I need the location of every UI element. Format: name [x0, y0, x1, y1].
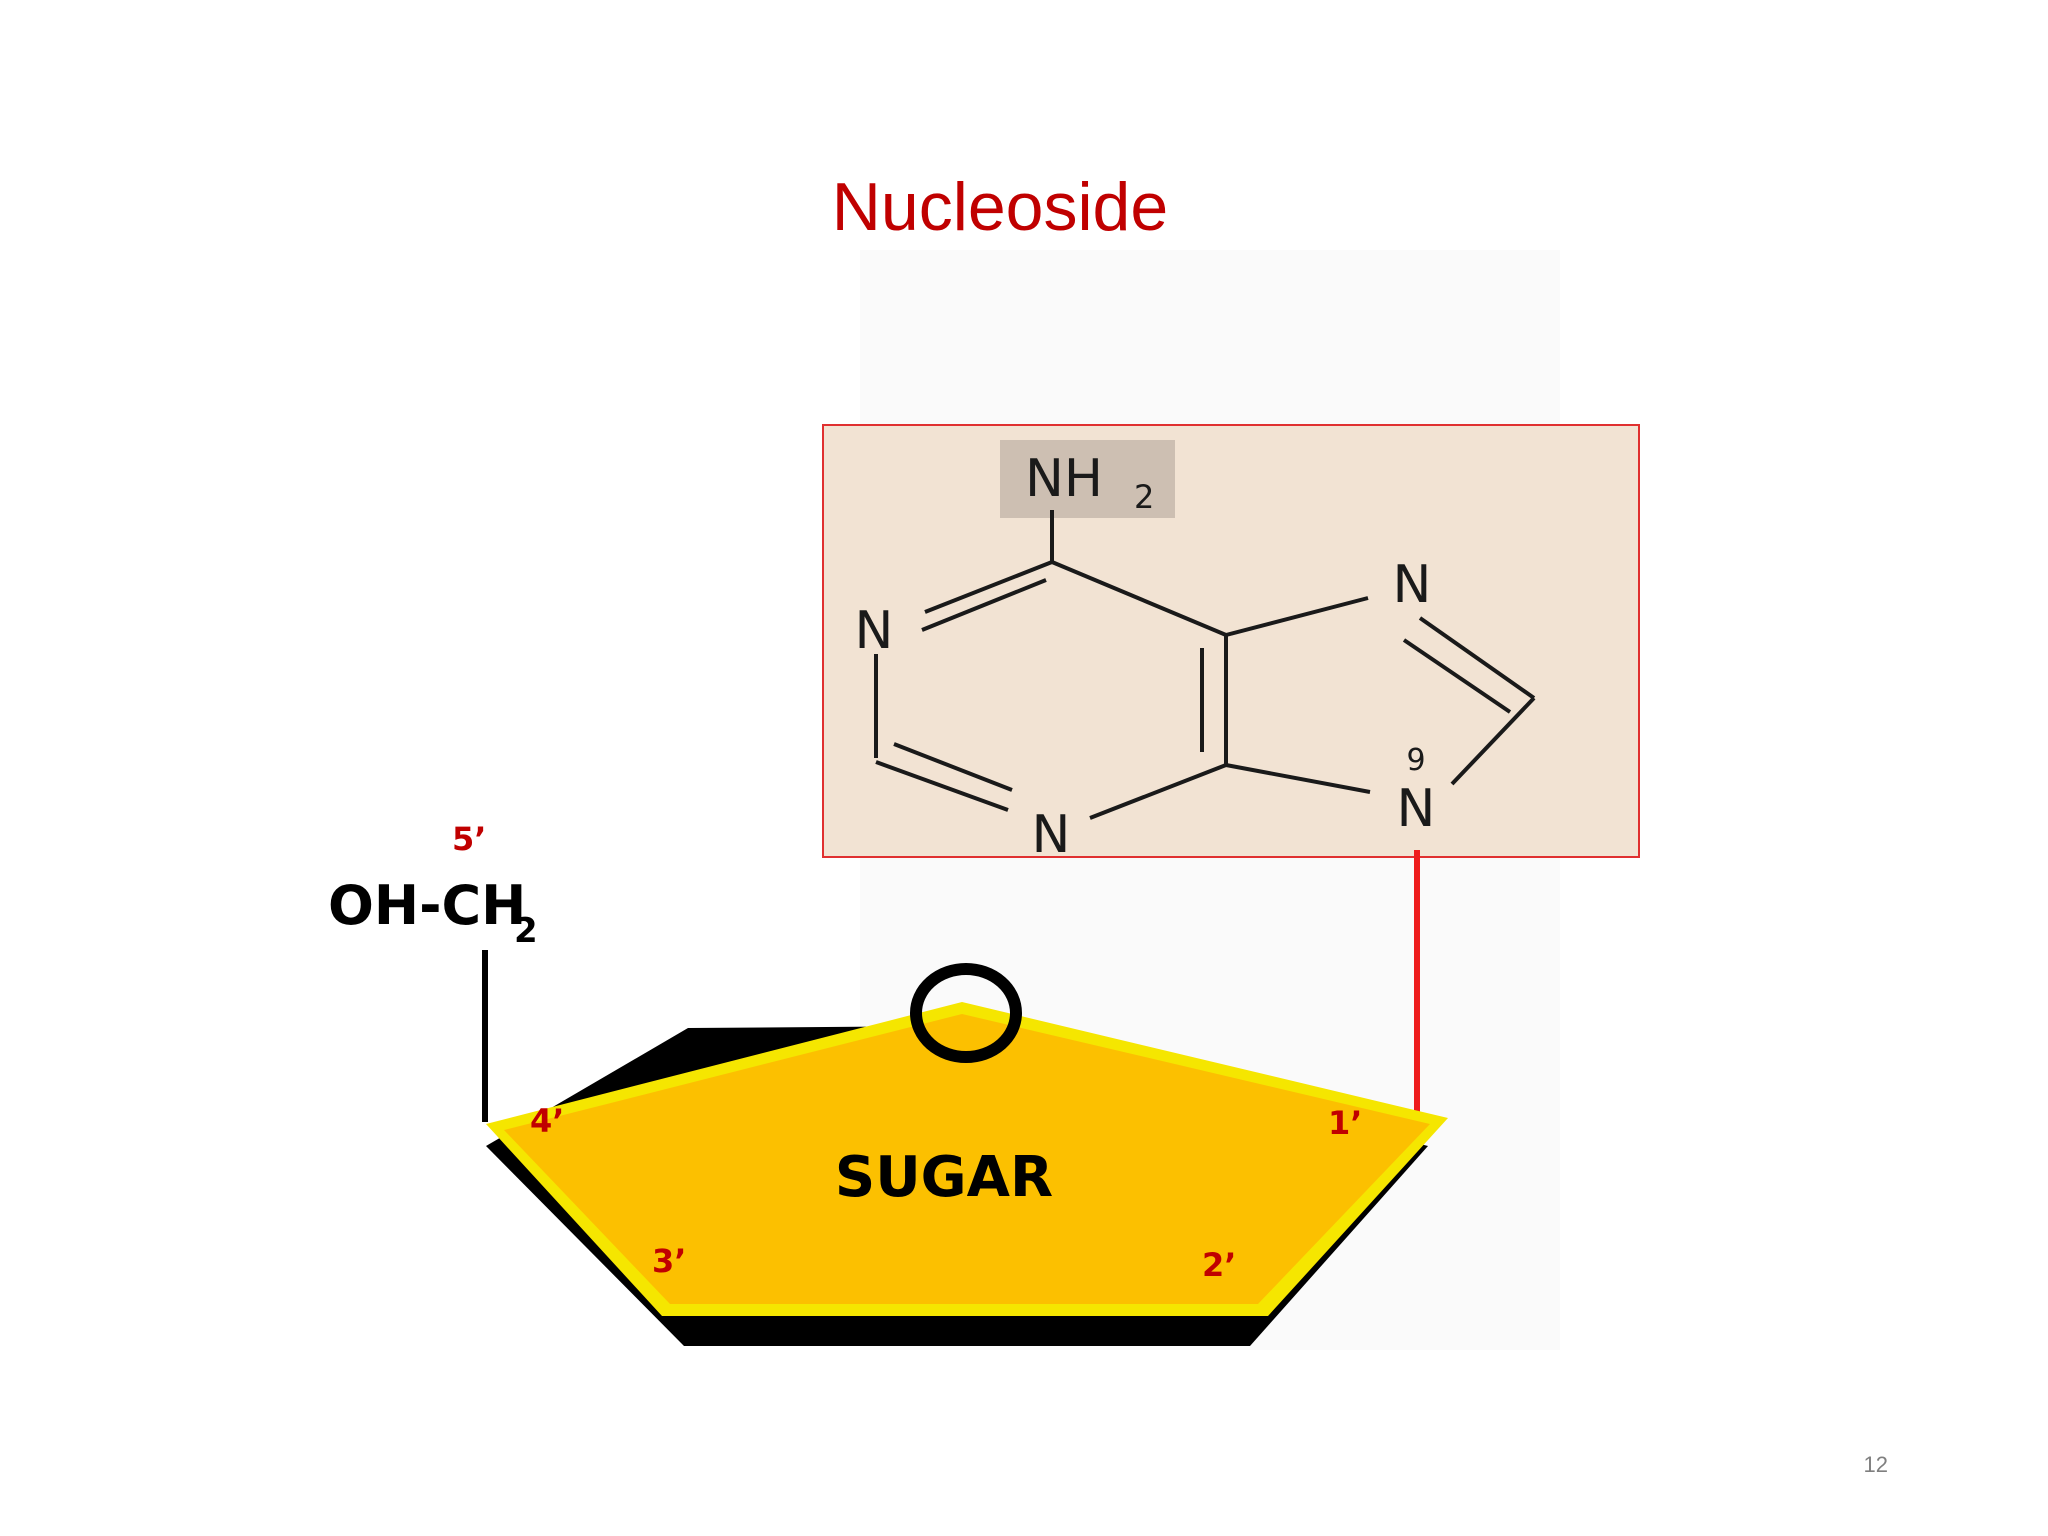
- adenine-base: NH 2 N N N N 9: [822, 424, 1640, 865]
- atom-n9: N: [1397, 779, 1436, 839]
- carbon-label-1: 1’: [1328, 1104, 1362, 1142]
- atom-n1: N: [855, 601, 894, 661]
- carbon-label-2: 2’: [1202, 1246, 1236, 1284]
- base-box: [822, 424, 1640, 858]
- atom-n7: N: [1393, 555, 1432, 615]
- carbon-label-3: 3’: [652, 1242, 686, 1280]
- ring-oxygen: [910, 963, 1022, 1063]
- sugar-ring: [486, 963, 1448, 1346]
- carbon-label-4: 4’: [530, 1102, 564, 1140]
- sugar-label: SUGAR: [835, 1145, 1053, 1210]
- amine-highlight: [1000, 440, 1175, 518]
- slide-number: 12: [1863, 1452, 1888, 1477]
- carbon-label-5: 5’: [452, 820, 486, 858]
- position-label-9: 9: [1406, 743, 1425, 778]
- atom-n3: N: [1032, 805, 1071, 865]
- side-group-subscript: 2: [514, 911, 538, 951]
- slide-title: Nucleoside: [831, 169, 1169, 245]
- amine-subscript: 2: [1134, 478, 1154, 516]
- side-group-label: OH-CH: [328, 874, 526, 937]
- amine-label: NH: [1025, 449, 1103, 509]
- sugar-fill: [504, 1014, 1430, 1304]
- base-bonds: [874, 510, 1536, 820]
